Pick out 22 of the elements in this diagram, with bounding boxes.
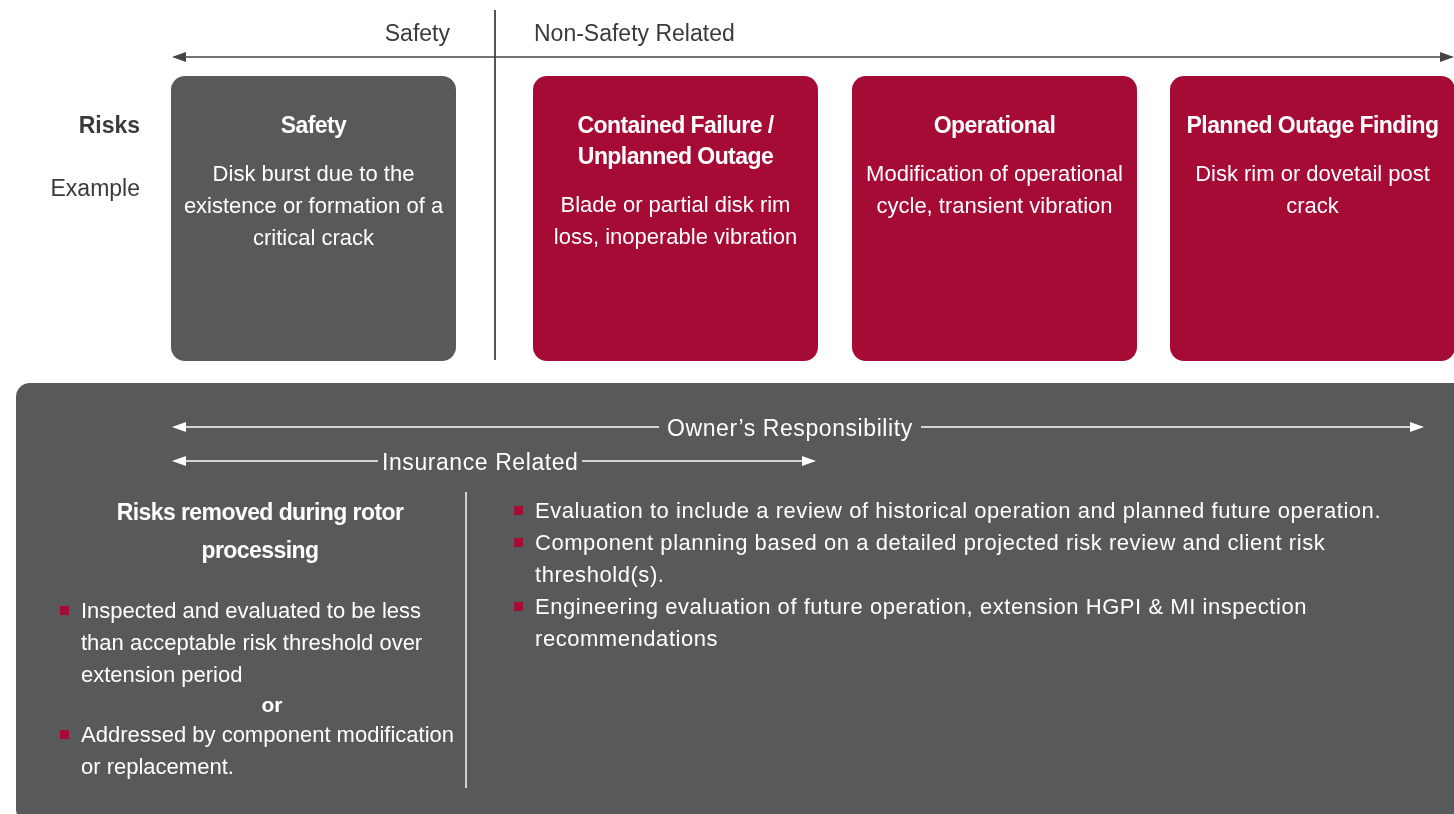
bullet-text: Addressed by component modification or replacement. <box>81 721 455 781</box>
bullet-text: Engineering evaluation of future operation, extension HGPI & MI inspection recommendations <box>535 593 1309 653</box>
card-title: Planned Outage Finding <box>1186 111 1439 140</box>
section-heading: Risks removed during rotor processing <box>115 498 405 565</box>
card-title: Safety <box>280 111 347 140</box>
card-title: Contained Failure / Unplanned Outage <box>576 111 775 171</box>
card-text: Disk burst due to the existence or formation of a critical crack <box>183 160 444 252</box>
connector-word: or <box>260 692 283 718</box>
bullet-text: Evaluation to include a review of historical operation and planned future operation. <box>535 497 1382 525</box>
row-label: Risks <box>78 111 140 140</box>
bullet-text: Component planning based on a detailed projected risk review and client risk threshold(s). <box>535 529 1327 589</box>
risk-card <box>171 76 456 361</box>
risk-card <box>852 76 1137 361</box>
risk-card <box>1170 76 1454 361</box>
card-text: Disk rim or dovetail post crack <box>1194 160 1431 220</box>
card-text: Blade or partial disk rim loss, inoperable vibration <box>552 191 799 251</box>
risk-card <box>533 76 818 361</box>
card-text: Modification of operational cycle, transient vibration <box>865 160 1124 220</box>
bullet-text: Inspected and evaluated to be less than acceptable risk threshold over extension period <box>81 597 424 689</box>
row-label: Example <box>50 174 140 203</box>
card-title: Operational <box>933 111 1056 140</box>
panel-background <box>16 383 1454 814</box>
